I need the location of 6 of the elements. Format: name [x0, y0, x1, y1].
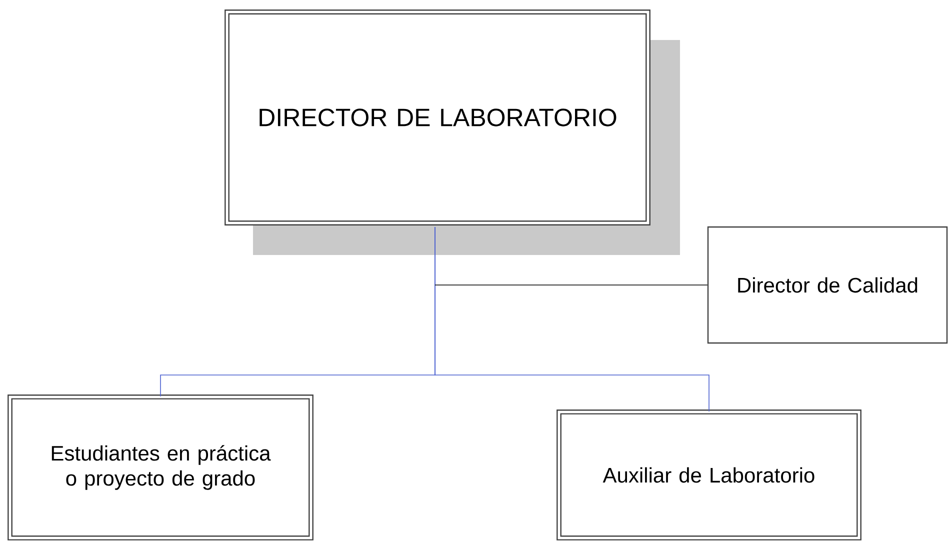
org-box: Estudiantes en práctica o proyecto de grado — [8, 394, 314, 540]
org-box: Director de Calidad — [707, 226, 948, 344]
connector-line — [434, 226, 710, 412]
org-box: DIRECTOR DE LABORATORIO — [224, 10, 650, 226]
org-box: Auxiliar de Laboratorio — [556, 410, 862, 540]
connector-line — [434, 284, 708, 286]
